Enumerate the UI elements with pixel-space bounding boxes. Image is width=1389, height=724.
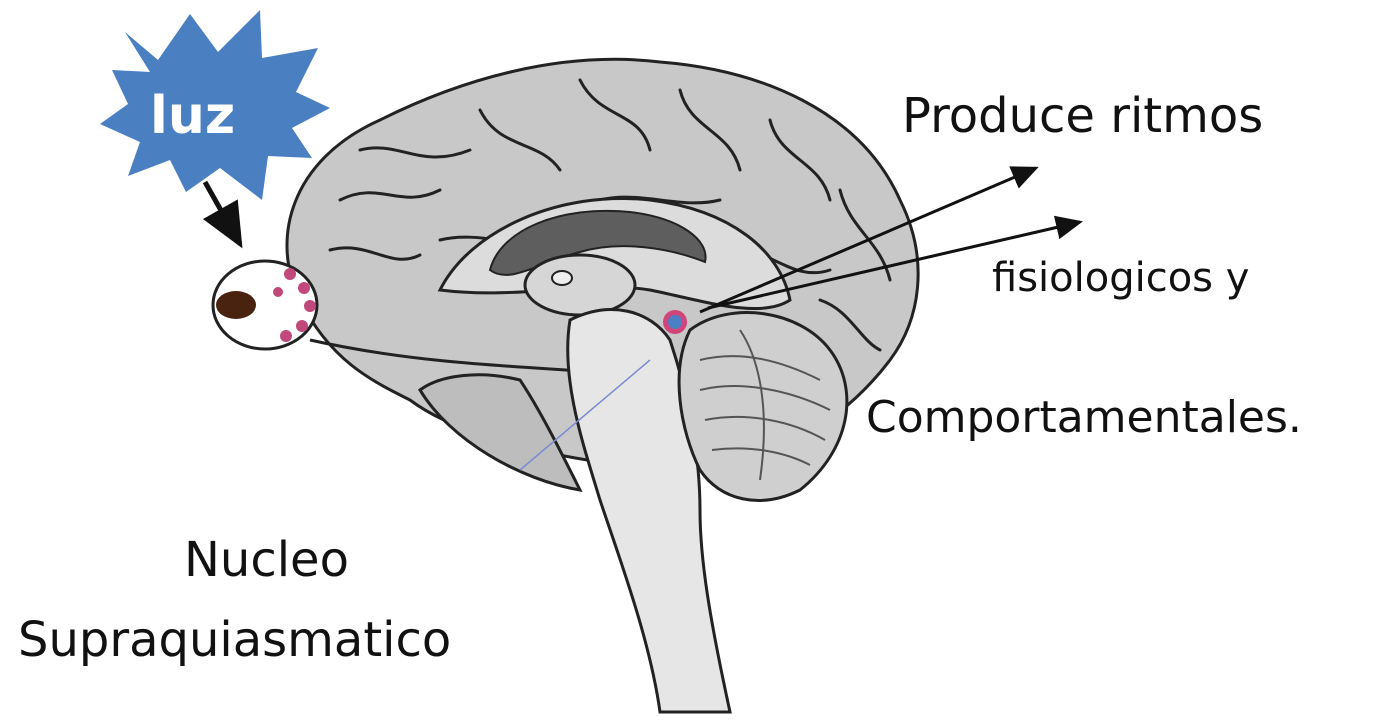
- output-label-line1: Produce ritmos: [902, 92, 1263, 140]
- down-arrow-icon: [205, 182, 240, 244]
- light-label: luz: [150, 90, 235, 142]
- nucleus-label-line1: Nucleo: [184, 536, 349, 584]
- small-nucleus: [552, 271, 572, 285]
- suprachiasmatic-nucleus-marker: [663, 310, 687, 334]
- output-label-line2: fisiologicos y: [992, 258, 1249, 298]
- nucleus-label-line2: Supraquiasmatico: [18, 616, 451, 664]
- output-label-line3: Comportamentales.: [866, 396, 1302, 440]
- eye-icon: [213, 261, 317, 349]
- thalamus: [525, 255, 635, 315]
